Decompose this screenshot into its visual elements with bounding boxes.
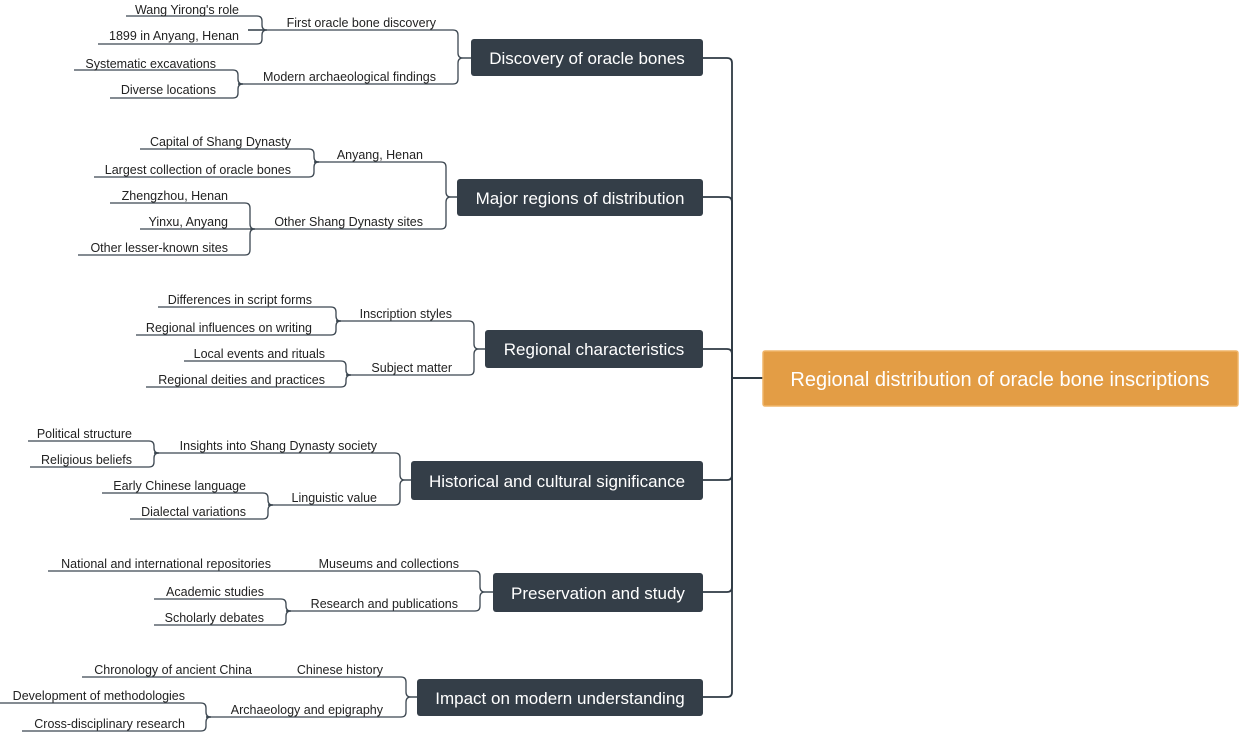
root-node[interactable]: Regional distribution of oracle bone ins… — [762, 350, 1239, 407]
connector — [158, 306, 342, 322]
connector — [126, 15, 268, 31]
leaf-label: Other lesser-known sites — [90, 241, 228, 255]
leaf-label: Cross-disciplinary research — [34, 717, 185, 731]
leaf-label: Regional influences on writing — [146, 321, 312, 335]
connector — [286, 591, 493, 612]
leaf-label: Religious beliefs — [41, 453, 132, 467]
connector — [94, 161, 320, 178]
subtopic-label: Chinese history — [297, 663, 384, 677]
connector — [130, 504, 274, 520]
leaf-label: Academic studies — [166, 585, 264, 599]
leaf-label: Systematic excavations — [85, 57, 216, 71]
connector — [314, 161, 457, 198]
branch-label: Historical and cultural significance — [429, 472, 685, 491]
main-connector — [703, 57, 763, 379]
connector — [102, 492, 274, 506]
connector — [78, 228, 256, 256]
connector-lines — [0, 15, 763, 732]
subtopic-label: Research and publications — [311, 597, 458, 611]
main-connector — [703, 196, 763, 379]
connector — [336, 320, 485, 350]
branch-node-significance[interactable]: Historical and cultural significance — [411, 461, 703, 500]
subtopic-label: Linguistic value — [292, 491, 378, 505]
connector — [154, 452, 411, 481]
leaf-label: Wang Yirong's role — [135, 3, 239, 17]
leaf-label: Dialectal variations — [141, 505, 246, 519]
subtopic-label: Insights into Shang Dynasty society — [180, 439, 378, 453]
subtopic-label: Other Shang Dynasty sites — [274, 215, 423, 229]
leaf-label: 1899 in Anyang, Henan — [109, 29, 239, 43]
leaf-label: Regional deities and practices — [158, 373, 325, 387]
branch-label: Regional characteristics — [504, 340, 684, 359]
leaf-label: Diverse locations — [121, 83, 216, 97]
root-node-label: Regional distribution of oracle bone ins… — [790, 369, 1209, 391]
subtopic-label: First oracle bone discovery — [287, 16, 437, 30]
connector — [30, 452, 160, 468]
main-connector — [703, 377, 763, 593]
leaf-label: Zhengzhou, Henan — [122, 189, 228, 203]
main-connector — [703, 377, 763, 481]
main-connector — [703, 377, 763, 698]
leaf-label: Yinxu, Anyang — [149, 215, 229, 229]
branch-label: Impact on modern understanding — [435, 689, 685, 708]
branch-node-regions[interactable]: Major regions of distribution — [457, 179, 703, 216]
connector — [110, 83, 244, 99]
connector — [206, 696, 417, 718]
connector — [154, 610, 292, 626]
connector — [140, 148, 320, 163]
connector — [268, 479, 411, 506]
leaf-label: Largest collection of oracle bones — [105, 163, 291, 177]
branch-node-preservation[interactable]: Preservation and study — [493, 573, 703, 612]
branch-label: Major regions of distribution — [476, 189, 685, 208]
leaf-label: Local events and rituals — [194, 347, 325, 361]
subtopic-label: Modern archaeological findings — [263, 70, 436, 84]
connector — [154, 598, 292, 612]
subtopic-label: Subject matter — [371, 361, 452, 375]
main-connector — [703, 348, 763, 379]
connector — [146, 374, 352, 388]
branch-label: Discovery of oracle bones — [489, 49, 685, 68]
branch-node-characteristics[interactable]: Regional characteristics — [485, 330, 703, 368]
connector — [346, 348, 485, 376]
connector — [98, 29, 268, 45]
connector — [28, 440, 160, 454]
connector — [248, 29, 471, 59]
subtopic-label: Archaeology and epigraphy — [231, 703, 384, 717]
subtopic-label: Museums and collections — [319, 557, 459, 571]
leaf-label: Early Chinese language — [113, 479, 246, 493]
leaf-label: Political structure — [37, 427, 132, 441]
subtopic-label: Inscription styles — [360, 307, 452, 321]
leaf-label: Development of methodologies — [13, 689, 185, 703]
connector — [238, 57, 471, 85]
connector — [74, 69, 244, 85]
branch-label: Preservation and study — [511, 584, 685, 603]
connector — [48, 570, 493, 593]
connector — [250, 196, 457, 230]
connector — [136, 320, 342, 336]
leaf-label: Chronology of ancient China — [94, 663, 252, 677]
connector — [22, 716, 212, 732]
leaf-label: National and international repositories — [61, 557, 271, 571]
leaf-label: Capital of Shang Dynasty — [150, 135, 292, 149]
leaf-label: Scholarly debates — [165, 611, 264, 625]
branch-node-discovery[interactable]: Discovery of oracle bones — [471, 39, 703, 76]
branch-node-impact[interactable]: Impact on modern understanding — [417, 679, 703, 716]
subtopic-label: Anyang, Henan — [337, 148, 423, 162]
leaf-label: Differences in script forms — [168, 293, 312, 307]
connector — [0, 702, 212, 718]
